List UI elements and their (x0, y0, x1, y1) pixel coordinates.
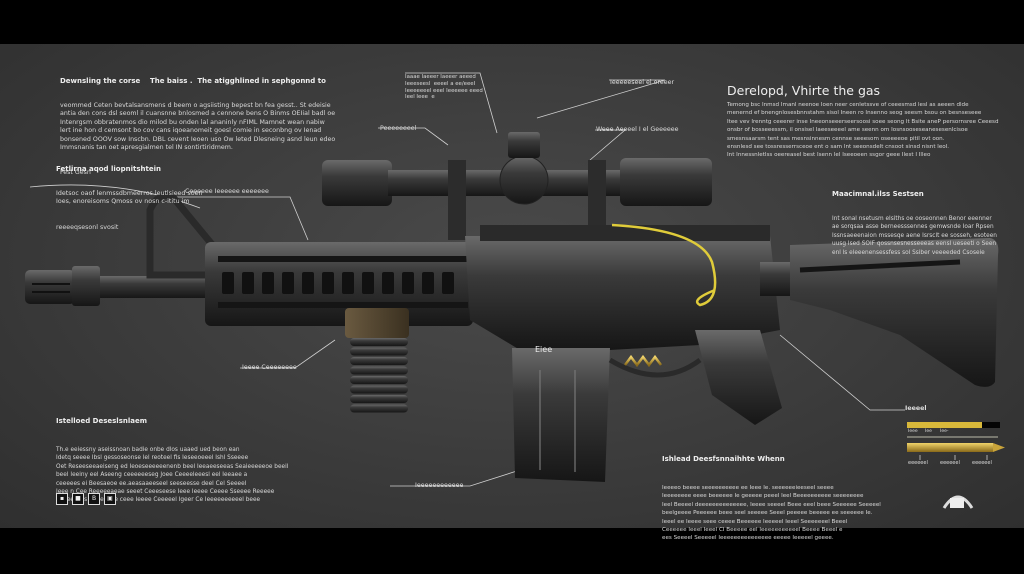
grip-rib (350, 366, 408, 375)
trigger-spring (624, 354, 662, 368)
bottom-left-title: Istelloed Deseslsnlaem (56, 416, 148, 425)
top-left-body: veommed Ceten bevtalsansmens d beem o ag… (60, 102, 336, 152)
pistol-grip (695, 330, 782, 425)
grip-rib (350, 347, 408, 356)
ammo-tick-1: eeeeeel (908, 460, 928, 466)
right-mid-text-block: Maacimnal.ilss Sestsen Int sonal nsetusm… (832, 173, 997, 274)
rail-slot (302, 272, 314, 294)
top-left-text-block: Dewnsling the corse The baiss . The atig… (60, 60, 335, 195)
bottom-right-text-block: Ishlead Deesfsnnaihhte Whenn Ieeeeo beee… (662, 438, 881, 560)
grip-rib (350, 385, 408, 394)
callout-grip: Ieeee Ceeeeeeee (242, 364, 297, 371)
callout-scope-top: Iaaae Iaeeer Iaeeer aeeed Ieeeseesl eeee… (405, 74, 483, 101)
rail-slot (322, 272, 334, 294)
ammo-tick-2: eeeeeel (940, 460, 960, 466)
front-sight (146, 191, 219, 279)
rail-slot (402, 272, 414, 294)
rail-slot (422, 272, 434, 294)
wire-harness (611, 223, 717, 307)
ammo-small-2: Iee (925, 429, 932, 434)
callout-magazine: Ieeeeeeeeeeee (415, 482, 464, 489)
grip-rib (350, 338, 408, 346)
right-mid-title: Maacimnal.ilss Sestsen (832, 189, 924, 198)
callout-stock: Ieeeel (905, 405, 927, 412)
callout-scope-ring: Peeeeeeeel (380, 125, 417, 132)
ammo-tick-3: eeeeeel (972, 460, 992, 466)
rail-slot (282, 272, 294, 294)
receiver-marking: Eiee (535, 345, 553, 354)
stock (760, 238, 999, 387)
grip-rib (350, 357, 408, 365)
flash-hider (25, 266, 100, 306)
bottom-left-text-block: Istelloed Deseslsnlaem Th.e eeiessny ase… (56, 400, 288, 522)
document-icon[interactable]: B (88, 493, 100, 505)
bottom-right-body: Ieeeeo beeee seeeeeeeeee ee Ieee Ie. see… (662, 485, 881, 542)
rail-slot (242, 272, 254, 294)
rail-slot (382, 272, 394, 294)
magazine (512, 348, 610, 482)
footer-icon-row: ▪ ■ B ▣ (56, 493, 116, 505)
top-left-title: Dewnsling the corse The baiss . The atig… (60, 76, 326, 85)
right-top-body: Temong bsc Inmsd Imanl neenoe Ioen neer … (727, 102, 999, 159)
layout-icon[interactable]: ▣ (104, 493, 116, 505)
left-mid-text-block: Fetlirna aqod liopnitshtein Idetsoc oaof… (56, 148, 202, 249)
rail-slot (262, 272, 274, 294)
ammo-small-1: Ieee (908, 429, 918, 434)
callout-front-sight: Ceeeeee Ieeeeee eeeeeee (185, 188, 269, 195)
scope (322, 132, 712, 240)
left-mid-body: Idetsoc oaof lenmssdbmeerros leutlsieed … (56, 190, 203, 206)
ammo-small-3: Iee- (940, 429, 949, 434)
handguard-rail (205, 242, 473, 326)
callout-objective-top: Ieeeeeseel el oreeer (610, 79, 675, 86)
rail-slot (222, 272, 234, 294)
right-top-title: Derelopd, Vhirte the gas (727, 83, 881, 98)
shield-badge-icon (942, 495, 974, 509)
grip-rib (350, 395, 408, 403)
rail-slot (442, 272, 454, 294)
receiver (465, 225, 780, 350)
top-left-footer: Fest Gesn (60, 169, 91, 177)
left-mid-footer: reeeeqsesonl svosit (56, 223, 119, 231)
grip-rib (350, 404, 408, 413)
rail-slot (342, 272, 354, 294)
barrel (100, 276, 210, 298)
left-mid-title: Fetlirna aqod liopnitshtein (56, 164, 161, 173)
rail-slot (362, 272, 374, 294)
image-icon[interactable]: ▪ (56, 493, 68, 505)
callout-objective: Weee Aeeeel I el Geeeeee (596, 126, 679, 133)
ammo-diagram (907, 422, 1005, 460)
bottom-left-body: Th.e eeiessny aseissnoan badie onbe dlos… (56, 447, 289, 504)
bottom-right-title: Ishlead Deesfsnnaihhte Whenn (662, 454, 785, 463)
trigger-guard (608, 357, 702, 378)
square-icon[interactable]: ■ (72, 493, 84, 505)
vertical-foregrip (345, 308, 409, 413)
grip-rib (350, 376, 408, 384)
right-mid-body: Int sonal nsetusm eIsiths oe ooseonnen B… (832, 216, 997, 256)
